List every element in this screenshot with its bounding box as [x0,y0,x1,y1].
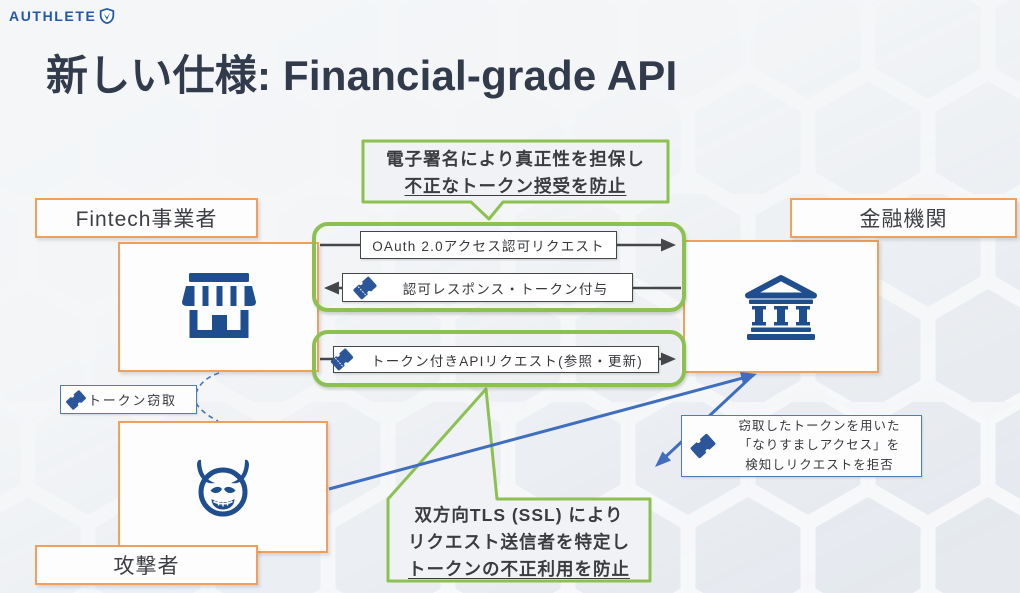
token-icon [66,389,86,410]
signature-line2: 不正なトークン授受を防止 [404,176,627,197]
token-theft-note: トークン窃取 [60,385,197,414]
secure-channel-frame-bottom [312,330,686,387]
detection-line1: 窃取したトークンを用いた [738,418,901,433]
bank-label-box: 金融機関 [790,198,1017,238]
attacker-label-box: 攻撃者 [35,545,258,585]
mutual-tls-line1: 双方向TLS (SSL) により [414,505,624,525]
detection-line3: 検知しリクエストを拒否 [745,457,894,472]
detection-line2: 「なりすましアクセス」を [738,438,901,453]
mutual-tls-callout-text: 双方向TLS (SSL) により リクエスト送信者を特定し トークンの不正利用を… [388,502,650,583]
bank-label: 金融機関 [859,208,948,231]
brand-shield-icon [100,8,115,24]
brand-logo-text: AUTHLETE [9,8,97,24]
attacker-label: 攻撃者 [113,555,180,578]
fintech-box [118,242,319,372]
token-icon [690,433,716,459]
devil-icon [197,459,249,517]
token-icon [353,276,377,299]
api-request-label-box: トークン付きAPIリクエスト(参照・更新) [330,346,659,373]
attacker-box [118,421,328,553]
store-icon [181,273,256,338]
bank-box [683,240,879,373]
page-title: 新しい仕様: Financial-grade API [46,52,678,99]
api-request-label: トークン付きAPIリクエスト(参照・更新) [371,353,643,369]
auth-response-label-box: 認可レスポンス・トークン付与 [342,273,633,302]
bank-icon [745,274,817,340]
auth-response-label: 認可レスポンス・トークン付与 [402,281,609,297]
fintech-label-box: Fintech事業者 [35,198,258,238]
mutual-tls-line3: トークンの不正利用を防止 [408,559,630,580]
secure-channel-frame-top [312,222,686,312]
token-theft-label: トークン窃取 [88,393,177,408]
mutual-tls-line2: リクエスト送信者を特定し [408,532,630,553]
brand-logo: AUTHLETE [9,7,115,25]
auth-request-label-box: OAuth 2.0アクセス認可リクエスト [360,231,617,259]
signature-line1: 電子署名により真正性を担保し [386,149,645,169]
fintech-label: Fintech事業者 [75,208,218,231]
detection-note: 窃取したトークンを用いた 「なりすましアクセス」を 検知しリクエストを拒否 [681,415,922,477]
auth-request-label: OAuth 2.0アクセス認可リクエスト [372,239,605,254]
signature-callout-text: 電子署名により真正性を担保し 不正なトークン授受を防止 [363,146,668,200]
token-icon [330,348,354,371]
